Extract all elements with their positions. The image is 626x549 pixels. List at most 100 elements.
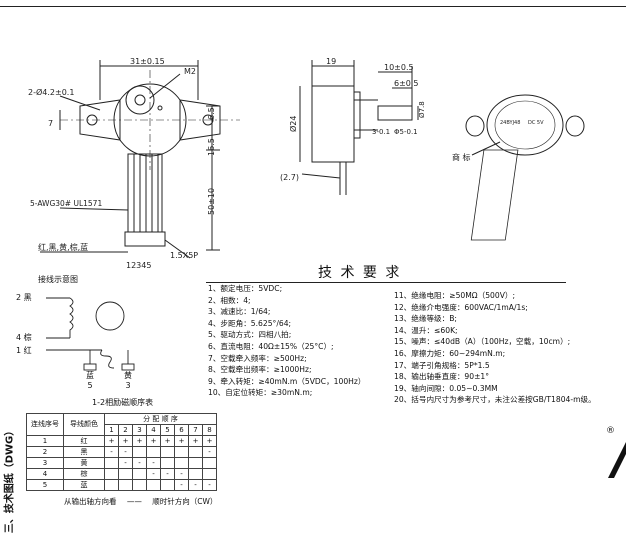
dim-6-5b: 6±0.5: [394, 79, 419, 88]
req-item: 19、轴向间隙：0.05~0.3MM: [394, 383, 498, 393]
req-item: 5、驱动方式：四相八拍;: [208, 330, 292, 340]
rotor-circle: [95, 301, 125, 331]
requirements-right: 11、绝缘电阻：≥50MΩ（500V）; 12、绝缘介电强度：600VAC/1m…: [394, 290, 596, 406]
cable-bundle-iso: [470, 149, 519, 241]
seq-cell: -: [202, 478, 217, 491]
dim-width: 31±0.15: [130, 57, 165, 66]
dim-7: 7: [48, 119, 53, 128]
connector-label: 1.5X5P: [170, 251, 198, 260]
seq-cell: [188, 445, 203, 458]
req-item: 17、端子引角规格：5P*1.5: [394, 360, 490, 370]
wire-label-4: 4 棕: [16, 333, 32, 342]
req-item: 20、括号内尺寸为参考尺寸，未注公差按GB/T1804-m级。: [394, 395, 596, 405]
cable-bundle: [127, 153, 163, 233]
seq-cell: [132, 445, 147, 458]
mounting-flange: [79, 99, 121, 141]
table-row: 4 棕 - - -: [26, 467, 217, 480]
seq-cell: -: [104, 445, 119, 458]
req-item: 2、相数：4;: [208, 295, 251, 305]
partial-logo: [608, 442, 626, 478]
dim-7-8: Ø7.8: [418, 101, 426, 118]
req-item: 14、温升：≤60K;: [394, 325, 458, 335]
nameplate-label: 商 标: [452, 152, 471, 162]
dim-m2: M2: [184, 67, 196, 76]
row-num: 3: [26, 456, 64, 469]
req-item: 11、绝缘电阻：≥50MΩ（500V）;: [394, 291, 516, 300]
seq-cell: [174, 445, 189, 458]
row-color: 黑: [63, 445, 105, 458]
seq-cell: [104, 467, 119, 480]
top-rule: [0, 6, 626, 7]
seq-cell: [188, 456, 203, 469]
step-cell: 8: [202, 424, 217, 436]
dim-hole: 2-Ø4.2±0.1: [28, 87, 74, 97]
dim-10-5: 10±0.5: [384, 63, 414, 72]
table-caption: 1-2相励磁顺序表: [92, 398, 154, 407]
footer-right: 顺时针方向（CW）: [152, 497, 218, 506]
seq-cell: [202, 456, 217, 469]
req-item: 12、绝缘介电强度：600VAC/1mA/1s;: [394, 302, 528, 312]
wiring-diagram: [46, 297, 135, 371]
connector: [124, 231, 166, 247]
req-item: 7、空载牵入频率：≥500Hz;: [208, 353, 307, 363]
section-title-underline: [206, 282, 566, 283]
seq-cell: +: [202, 434, 217, 447]
registered-mark: ®: [606, 426, 615, 436]
dim-24: Ø24: [288, 116, 298, 132]
nameplate-line2: 24BYJ48: [500, 120, 520, 126]
row-num: 5: [26, 478, 64, 491]
sequence-table: 连线序号 导线颜色 分 配 顺 序 1 2 3 4 5 6 7 8 1 红 + …: [26, 413, 217, 491]
seq-cell: [104, 456, 119, 469]
engineering-drawing: 31±0.15 M2 2-Ø4.2±0.1 7 6.5 16.5 50±10 1…: [28, 57, 585, 270]
dim-19: 19: [326, 57, 336, 66]
seq-cell: -: [174, 478, 189, 491]
seq-cell: -: [118, 456, 133, 469]
requirements-left: 1、额定电压：5VDC; 2、相数：4; 3、减速比：1/64; 4、步距角：5…: [208, 283, 365, 399]
seq-cell: +: [160, 434, 175, 447]
step-cell: 2: [118, 424, 133, 436]
row-num: 2: [26, 445, 64, 458]
table-row: 1 红 + + + + + + + +: [26, 434, 217, 447]
seq-cell: -: [146, 456, 161, 469]
req-item: 18、输出轴垂直度：90±1°: [394, 372, 490, 382]
cable-label: 5-AWG30# UL1571: [30, 199, 102, 208]
motor-body-side: [311, 85, 355, 163]
req-item: 16、摩擦力矩：60~294mN.m;: [394, 348, 506, 358]
header-distribution: 分 配 顺 序: [104, 413, 217, 425]
seq-cell: -: [202, 445, 217, 458]
table-row: 5 蓝 - - -: [26, 478, 217, 491]
wire-label-1: 1 红: [16, 346, 32, 355]
seq-cell: +: [118, 434, 133, 447]
table-row: 3 黄 - - -: [26, 456, 217, 469]
seq-cell: [174, 456, 189, 469]
seq-cell: [160, 456, 175, 469]
seq-cell: +: [104, 434, 119, 447]
table-header-row: 连线序号 导线颜色 分 配 顺 序: [26, 413, 217, 436]
header-wire-color: 导线颜色: [63, 413, 105, 436]
seq-cell: -: [132, 456, 147, 469]
seq-cell: [118, 478, 133, 491]
dim-5: Φ5-0.1: [394, 128, 418, 136]
seq-cell: -: [188, 478, 203, 491]
req-item: 6、直流电阻：40Ω±15%（25°C）;: [208, 341, 334, 351]
dim-16-5: 16.5: [207, 138, 216, 156]
row-color: 红: [63, 434, 105, 447]
row-color: 棕: [63, 467, 105, 480]
table-footer: 从输出轴方向看 —— 顺时针方向（CW）: [64, 496, 217, 507]
req-item: 13、绝缘等级：B;: [394, 314, 457, 324]
seq-cell: [132, 478, 147, 491]
row-color: 蓝: [63, 478, 105, 491]
req-item: 3、减速比：1/64;: [208, 307, 271, 317]
step-cell: 5: [160, 424, 175, 436]
req-item: 4、步距角：5.625°/64;: [208, 318, 292, 328]
wire-colors: 红,黑,黄,棕,蓝: [38, 242, 88, 252]
req-item: 10、自定位转矩：≥30mN.m;: [208, 388, 313, 398]
seq-cell: +: [188, 434, 203, 447]
seq-cell: +: [132, 434, 147, 447]
side-title: 三、技术图纸（DWG）: [4, 425, 16, 534]
req-item: 15、噪声：≤40dB（A）（100Hz，空载，10cm）;: [394, 337, 571, 347]
seq-cell: [104, 478, 119, 491]
row-color: 黄: [63, 456, 105, 469]
seq-cell: -: [174, 467, 189, 480]
